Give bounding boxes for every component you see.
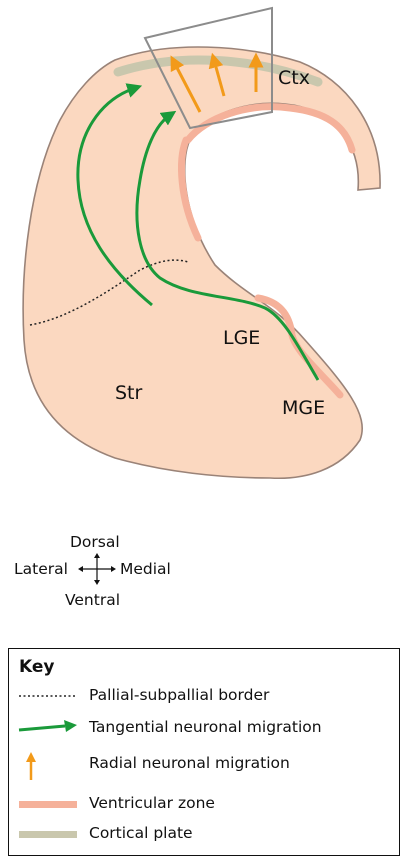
compass-ventral: Ventral xyxy=(65,591,120,609)
key-item-cortical-plate: Cortical plate xyxy=(9,819,399,849)
compass-dorsal: Dorsal xyxy=(70,533,120,551)
ctx-label: Ctx xyxy=(278,67,310,89)
brain-section-diagram: Ctx LGE MGE Str Dorsal Ventral Lateral M… xyxy=(0,0,412,640)
key-label: Pallial-subpallial border xyxy=(89,686,269,704)
mge-label: MGE xyxy=(282,397,325,419)
compass-medial: Medial xyxy=(120,560,171,578)
key-item-tangential: Tangential neuronal migration xyxy=(9,713,399,743)
key-item-ventricular-zone: Ventricular zone xyxy=(9,789,399,819)
key-label: Tangential neuronal migration xyxy=(89,718,322,736)
str-label: Str xyxy=(115,382,143,404)
key-label: Ventricular zone xyxy=(89,794,215,812)
legend-key: Key Pallial-subpallial border Tangential… xyxy=(8,648,400,856)
compass-lateral: Lateral xyxy=(14,560,68,578)
green-arrow-icon xyxy=(15,717,81,739)
key-item-pallial-border: Pallial-subpallial border xyxy=(9,681,399,711)
key-label: Radial neuronal migration xyxy=(89,754,290,772)
key-item-radial: Radial neuronal migration xyxy=(9,747,399,783)
orientation-compass xyxy=(78,553,116,585)
grey-band-icon xyxy=(15,823,81,845)
lge-label: LGE xyxy=(223,327,260,349)
telencephalon-tissue xyxy=(23,47,380,478)
key-title: Key xyxy=(19,657,55,677)
orange-arrow-icon xyxy=(15,751,81,781)
dotted-line-icon xyxy=(15,685,81,707)
key-label: Cortical plate xyxy=(89,824,193,842)
pink-band-icon xyxy=(15,793,81,815)
